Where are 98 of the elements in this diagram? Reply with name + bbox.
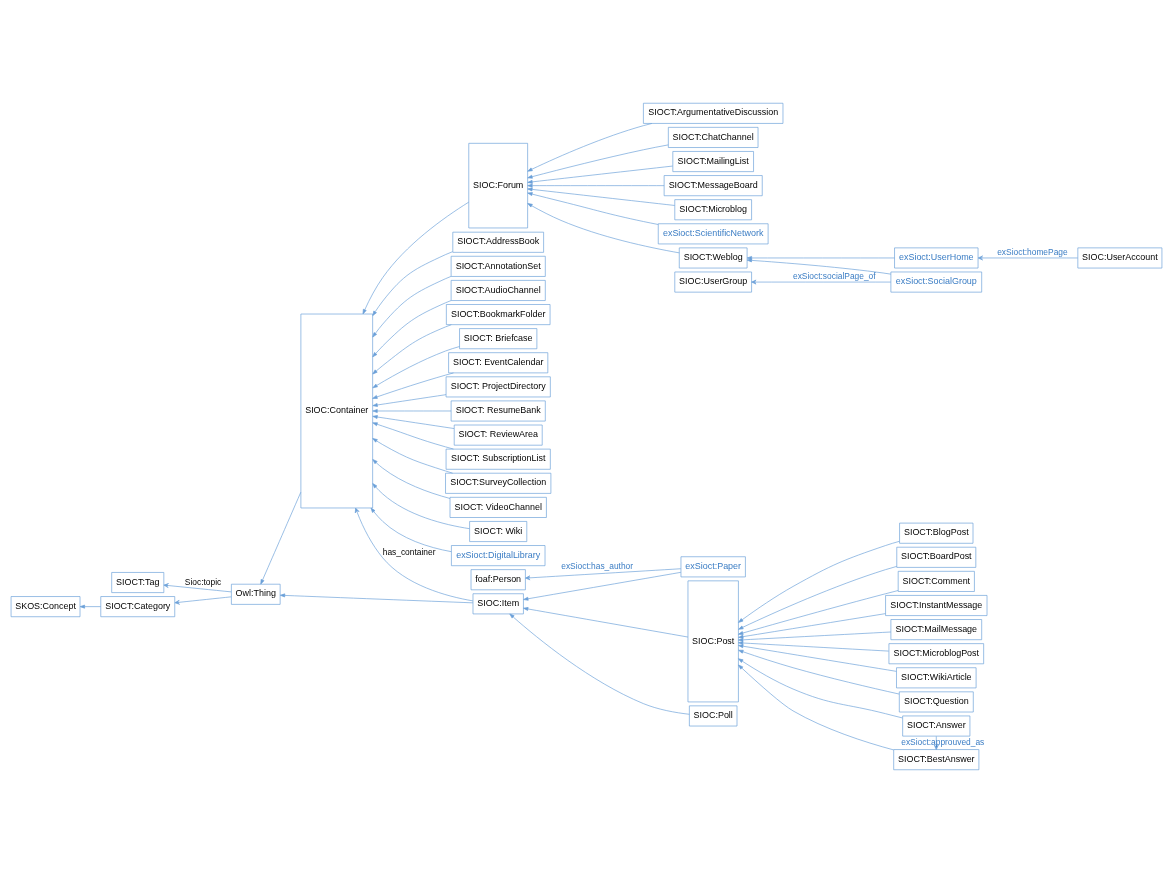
node-box: SIOCT:MailMessage [890,619,983,641]
node-box: SIOCT:Comment [897,571,975,592]
arrow [79,604,101,609]
arrow [738,641,889,652]
node-box: SIOC:UserGroup [674,271,752,293]
node-box: SIOCT:BoardPost [896,546,977,568]
arrow [738,631,892,642]
node-box: SIOC:Forum [468,143,528,229]
node-box: SIOC:Container [300,313,373,509]
arrow [977,255,1079,261]
arrow [738,644,897,672]
node-box: SKOS:Concept [10,596,81,618]
node-box: SIOCT: SubscriptionList [445,448,551,470]
node-box: SIOC:Post [687,580,739,703]
arrow [354,507,474,602]
arrow [527,183,665,188]
arrow [372,251,453,316]
arrow [751,279,892,285]
node-box: SIOCT:Tag [111,572,165,593]
arrow [372,422,454,450]
node-box: SIOCT:MailingList [672,151,754,172]
edge-label: has_container [382,547,436,558]
edge-label: exSioct:socialPage_of [792,271,876,282]
node-box: SIOCT:InstantMessage [885,595,988,616]
node-box: SIOCT: VideoChannel [449,497,547,518]
arrow [746,256,895,260]
node-box: SIOCT:Category [100,596,176,618]
node-box: SIOCT: ReviewArea [453,424,543,446]
node-box: SIOCT:BlogPost [899,522,974,544]
arrow [525,568,682,581]
node-box: SIOC:Poll [689,705,738,727]
node-box: SIOCT:WikiArticle [896,667,977,689]
node-box: foaf:Person [470,569,526,591]
edge-label: exSioct:homePage [997,247,1068,258]
arrow [527,165,673,184]
arrow [738,566,898,630]
arrow [738,658,903,719]
node-box: Owl:Thing [231,583,281,605]
arrow [370,507,452,552]
node-box: SIOCT: ProjectDirectory [445,376,551,398]
node-box: exSioct:Paper [680,556,746,578]
arrow [738,649,900,695]
arrow [372,409,452,413]
arrow [509,613,690,715]
node-box: SIOCT:Question [898,691,974,713]
arrow [372,415,455,429]
edge-label: exSioct:has_author [561,561,634,572]
arrow [372,276,452,338]
node-box: SIOCT: Briefcase [459,328,538,350]
arrow [372,372,454,399]
arrow [372,438,453,474]
edge-label: Sioc:topic [184,576,222,587]
arrow [523,607,689,638]
arrow [174,596,232,605]
arrow [372,394,447,407]
node-box: SIOCT:AudioChannel [450,280,546,301]
arrow [527,203,680,254]
node-box: SIOCT:ChatChannel [668,127,759,148]
arrow [372,483,470,529]
arrow [527,187,675,206]
arrow [738,590,899,635]
node-box: SIOCT:AddressBook [452,231,544,253]
node-box: SIOCT:Microblog [674,199,752,221]
node-box: SIOCT:ArgumentativeDiscussion [643,102,784,124]
arrow [527,192,659,225]
node-box: exSioct:UserHome [894,247,979,269]
node-box: SIOC:Item [472,593,524,615]
arrow [372,346,460,389]
arrow [523,572,682,601]
arrow [372,459,451,499]
node-box: SIOCT: Wiki [469,521,528,542]
arrow [527,144,669,179]
arrow [372,324,452,375]
arrow [738,613,886,639]
arrow [738,541,900,623]
arrow [163,583,232,593]
node-box: SIOCT:Answer [902,715,971,737]
node-box: SIOCT:BookmarkFolder [446,304,551,325]
node-box: SIOC:UserAccount [1077,247,1163,269]
node-box: SIOCT:AnnotationSet [450,255,546,277]
node-box: SIOCT: EventCalendar [448,352,549,374]
arrow [260,491,302,585]
node-box: SIOCT:MessageBoard [663,175,763,197]
node-box: SIOCT:MicroblogPost [888,643,984,665]
edge-label: exSioct:approuved_as [901,736,985,747]
node-box: SIOCT:SurveyCollection [445,472,552,494]
arrow [362,201,470,315]
arrow [372,300,452,358]
arrow [746,258,892,275]
node-box: SIOCT:Weblog [678,247,748,269]
node-box: exSioct:SocialGroup [890,271,983,293]
node-box: exSioct:DigitalLibrary [451,545,546,567]
node-box: SIOCT: ResumeBank [450,400,546,422]
node-box: SIOCT:BestAnswer [893,749,980,771]
node-box: exSioct:ScientificNetwork [657,223,769,245]
arrow [527,123,653,172]
arrow [279,593,474,604]
arrow [738,664,894,751]
